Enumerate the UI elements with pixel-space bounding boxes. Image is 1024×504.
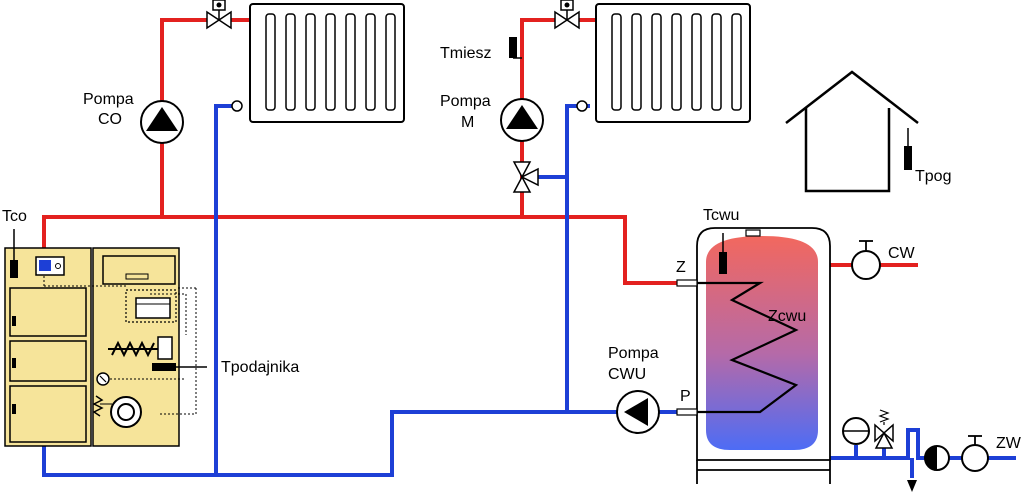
tpog-sensor-icon bbox=[904, 146, 912, 170]
cw-outlet-icon bbox=[851, 240, 881, 280]
boiler bbox=[4, 247, 197, 447]
label-pompa-cwu-2: CWU bbox=[608, 366, 646, 383]
radiator-co bbox=[231, 3, 405, 123]
coil-zcwu bbox=[697, 281, 799, 414]
radiator-valve-icon bbox=[206, 0, 232, 30]
label-tcwu: Tcwu bbox=[703, 207, 739, 224]
drain-arrow-icon bbox=[907, 480, 917, 492]
pump-co-icon bbox=[140, 100, 184, 144]
label-tpog: Tpog bbox=[915, 168, 951, 185]
safety-valve-icon bbox=[874, 409, 894, 449]
label-tco: Tco bbox=[2, 208, 27, 225]
label-p: P bbox=[680, 388, 691, 405]
label-cw: CW bbox=[888, 245, 916, 262]
house-outline-icon bbox=[785, 70, 919, 193]
pump-cwu-icon bbox=[616, 390, 660, 434]
label-pompa-m-2: M bbox=[461, 114, 474, 131]
label-zcwu: Zcwu bbox=[768, 308, 806, 325]
dhw-tank bbox=[676, 227, 831, 484]
tpodajnika-sensor-icon bbox=[152, 363, 207, 371]
check-valve-icon bbox=[924, 445, 950, 471]
tco-sensor-icon bbox=[10, 229, 18, 278]
tcwu-sensor-icon bbox=[719, 252, 727, 274]
return-pipes bbox=[42, 104, 1016, 478]
label-pompa-cwu-1: Pompa bbox=[608, 345, 659, 362]
radiator-m bbox=[576, 3, 751, 123]
tmiesz-sensor-icon bbox=[509, 37, 522, 59]
label-z: Z bbox=[676, 259, 686, 276]
label-pompa-co-1: Pompa bbox=[83, 91, 134, 108]
label-zw: ZW bbox=[996, 435, 1022, 452]
label-pompa-co-2: CO bbox=[98, 111, 122, 128]
label-tmiesz: Tmiesz bbox=[440, 45, 492, 62]
radiator-valve-icon bbox=[554, 0, 580, 30]
label-pompa-m-1: Pompa bbox=[440, 93, 491, 110]
pump-m-icon bbox=[500, 98, 544, 142]
label-tpodajnika: Tpodajnika bbox=[221, 359, 299, 376]
expansion-vessel-icon bbox=[842, 417, 870, 445]
zw-shutoff-icon bbox=[961, 435, 989, 472]
three-way-valve-icon bbox=[512, 161, 539, 193]
